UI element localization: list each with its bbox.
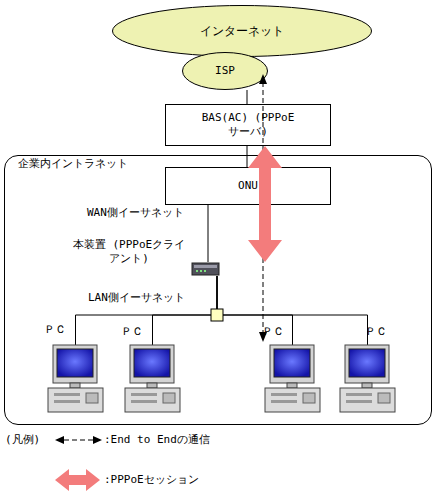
arrow-head — [55, 436, 64, 444]
pc-stand — [147, 383, 157, 388]
node-heading-holder: 本装置 (PPPoEクライアント) — [69, 238, 189, 266]
network-link — [247, 146, 248, 167]
node-text-holder: BAS(AC) (PPPoEサーバ) — [166, 105, 330, 145]
hub-symbol — [211, 309, 223, 321]
pc-monitor — [53, 345, 97, 383]
pc-stand — [70, 383, 80, 388]
node-label: BAS(AC) (PPPoEサーバ) — [198, 111, 298, 139]
pc-drive — [378, 393, 390, 403]
legend-text: :PPPoEセッション — [104, 473, 199, 486]
network-link — [217, 276, 293, 345]
pc-slot — [131, 400, 157, 403]
pc-screen — [349, 349, 385, 377]
legend-sample-dashed — [55, 436, 102, 444]
router-panel — [194, 265, 217, 268]
pc-slot — [271, 400, 297, 403]
pc-base — [125, 388, 180, 412]
arrow-head — [259, 332, 267, 342]
node-label: インターネット — [200, 24, 284, 38]
router-led — [200, 270, 202, 272]
server-box: BAS(AC) (PPPoEサーバ) — [165, 104, 331, 146]
pc-symbol — [48, 345, 103, 412]
pc-screen — [134, 349, 170, 377]
router-led — [204, 270, 206, 272]
pc-stand — [287, 383, 297, 388]
node-heading-holder: ＰＣ — [365, 325, 387, 339]
pc-symbol — [265, 345, 320, 412]
pc-stand — [362, 383, 372, 388]
pc-slot — [131, 393, 157, 396]
pc-monitor — [270, 345, 314, 383]
pc-monitor — [345, 345, 389, 383]
legend-entry: :PPPoEセッション — [104, 473, 199, 487]
node-label: ＰＣ — [365, 325, 387, 339]
node-heading-holder: 企業内イントラネット — [18, 157, 128, 171]
network-link — [76, 276, 218, 345]
arrow-head — [259, 74, 267, 84]
pc-symbol — [340, 345, 395, 412]
pc-slot — [346, 393, 372, 396]
text-label: LAN側イーサネット — [88, 291, 185, 305]
pc-slot — [54, 400, 80, 403]
node-label: ＰＣ — [121, 325, 143, 339]
pc-screen — [274, 349, 310, 377]
dashed-line — [64, 440, 93, 441]
pc-slot — [54, 393, 80, 396]
network-link — [217, 276, 368, 345]
router-symbol — [192, 263, 219, 275]
arrow-head — [93, 436, 102, 444]
pc-slot — [346, 400, 372, 403]
ellipse-shape — [113, 6, 372, 57]
pc-base — [48, 388, 103, 412]
pc-drive — [86, 393, 98, 403]
node-text-holder: インターネット — [112, 5, 372, 57]
router-led — [196, 270, 198, 272]
network-link — [153, 276, 218, 345]
isp-ellipse: ISP — [182, 52, 268, 90]
node-label: ＰＣ — [44, 323, 66, 337]
pc-drive — [303, 393, 315, 403]
node-heading-holder: ＰＣ — [44, 323, 66, 337]
pc-monitor — [130, 345, 174, 383]
node-label: ISP — [215, 64, 235, 78]
legend-entry: :End to Endの通信 — [104, 433, 210, 447]
session-arrow — [248, 146, 282, 262]
pc-drive — [163, 393, 175, 403]
node-heading-holder: ＰＣ — [121, 325, 143, 339]
node-text-holder: ONU — [166, 168, 330, 204]
pc-base — [340, 388, 395, 412]
network-ellipse: インターネット — [112, 5, 372, 57]
node-text-wrap: BAS(AC) (PPPoEサーバ) — [198, 111, 298, 139]
legend-text: :End to Endの通信 — [104, 433, 210, 446]
router-body — [192, 263, 219, 275]
pc-symbol — [125, 345, 180, 412]
node-label: ONU — [238, 179, 258, 193]
node-label: 企業内イントラネット — [18, 157, 128, 171]
pc-screen — [57, 349, 93, 377]
legend-sample-session — [55, 469, 100, 491]
pc-slot — [271, 393, 297, 396]
pc-base — [265, 388, 320, 412]
text-label: (凡例) — [5, 433, 40, 447]
text-label: WAN側イーサネット — [87, 206, 184, 220]
node-label: 本装置 (PPPoEクライアント) — [69, 238, 189, 266]
node-text-holder: ISP — [182, 52, 268, 90]
network-link — [247, 90, 248, 104]
network-link — [208, 205, 209, 262]
onu-box: ONU — [165, 167, 331, 205]
ellipse-shape — [183, 53, 268, 90]
